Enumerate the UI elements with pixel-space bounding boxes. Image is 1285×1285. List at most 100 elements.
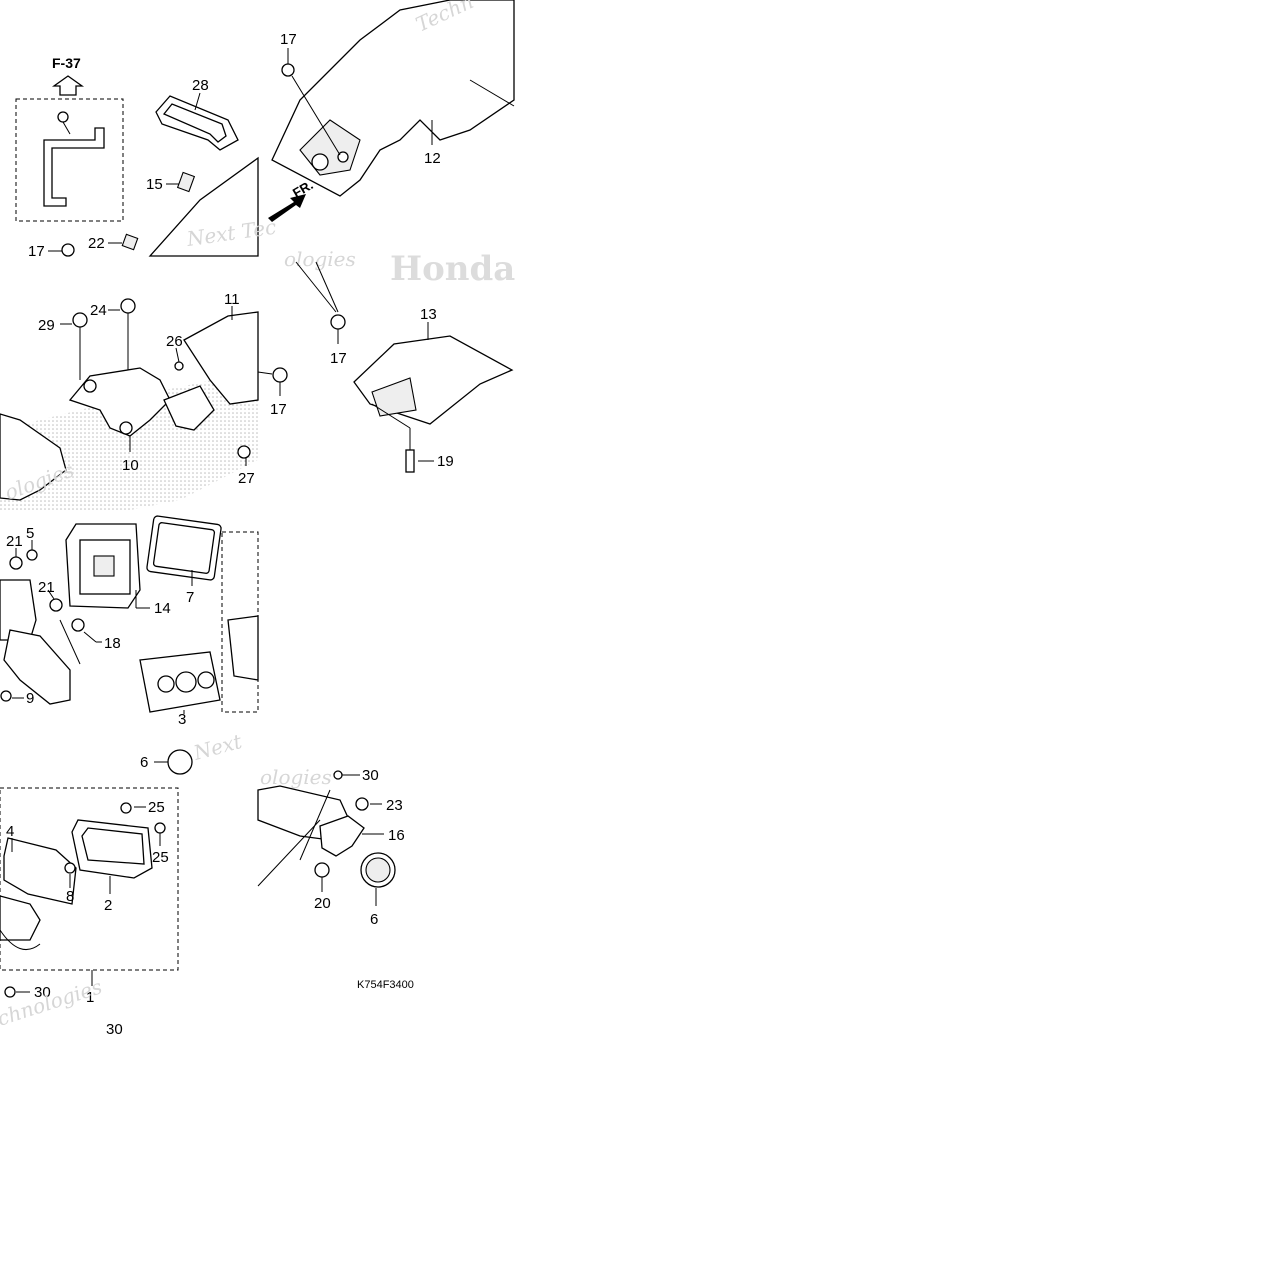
callout-6a: 6 xyxy=(140,754,148,771)
screw-icon xyxy=(120,802,132,814)
reflector-bracket-part xyxy=(3,629,71,705)
callout-8: 8 xyxy=(66,888,74,905)
callout-7: 7 xyxy=(186,589,194,606)
callout-25b: 25 xyxy=(152,849,169,866)
fender-edge-part xyxy=(148,156,259,257)
bolt-icon xyxy=(72,312,88,328)
rubber-band-inner xyxy=(162,103,227,143)
bulb-icon xyxy=(64,862,76,874)
clip-part xyxy=(176,171,196,193)
tail-socket-part xyxy=(0,895,41,941)
screw-icon xyxy=(174,361,184,371)
nut-icon xyxy=(314,862,330,878)
callout-5: 5 xyxy=(26,525,34,542)
bracket-16-part xyxy=(319,815,365,857)
splash-guard-plate xyxy=(371,377,417,417)
callout-4: 4 xyxy=(6,823,14,840)
round-reflector-lens xyxy=(365,857,391,883)
nut-part xyxy=(121,233,139,251)
bolt-icon xyxy=(57,111,69,123)
screw-icon xyxy=(281,63,295,77)
callout-15: 15 xyxy=(146,176,163,193)
tile-middle-right: Honda ologies 17 17 13 19 xyxy=(257,247,515,473)
up-arrow-icon xyxy=(51,75,85,96)
callout-21a: 21 xyxy=(6,533,23,550)
callout-28: 28 xyxy=(192,77,209,94)
callout-24: 24 xyxy=(90,302,107,319)
callout-17d: 17 xyxy=(330,350,347,367)
pin-part xyxy=(405,449,415,473)
bracket-hole xyxy=(119,421,133,435)
tile-bottom-left: 4 2 25 25 8 1 30 chnologies 30 xyxy=(0,787,179,1038)
watermark-4: Honda xyxy=(390,249,515,289)
fender-11-part xyxy=(183,311,259,405)
callout-2: 2 xyxy=(104,897,112,914)
callout-21b: 21 xyxy=(38,579,55,596)
gasket-hole xyxy=(175,671,197,693)
callout-19: 19 xyxy=(437,453,454,470)
watermark-6: Next xyxy=(190,729,245,765)
diagram-code: K754F3400 xyxy=(357,979,414,991)
washer-icon xyxy=(26,549,38,561)
tile-middle-left: ologies 29 24 11 26 10 27 xyxy=(0,291,259,512)
callout-9: 9 xyxy=(26,690,34,707)
bracket-hole xyxy=(83,379,97,393)
rear-fender-frame-part xyxy=(271,0,515,197)
callout-30c: 30 xyxy=(362,767,379,784)
screw-icon xyxy=(71,618,85,632)
front-direction-arrow-icon xyxy=(268,194,306,222)
nut-icon xyxy=(49,598,63,612)
screw-icon xyxy=(330,314,346,330)
callout-29: 29 xyxy=(38,317,55,334)
callout-6b: 6 xyxy=(370,911,378,928)
license-light-socket xyxy=(93,555,115,577)
tail-gasket-part xyxy=(3,837,77,905)
mount-block-part xyxy=(163,385,215,431)
tile-top-right: Techn 17 12 FR. xyxy=(268,0,515,222)
callout-1: 1 xyxy=(86,989,94,1006)
screw-icon xyxy=(333,770,343,780)
tile-bottom-right: ologies 30 23 16 20 6 K754F3400 xyxy=(257,765,414,991)
callout-16: 16 xyxy=(388,827,405,844)
lens-inner xyxy=(152,522,216,574)
callout-3: 3 xyxy=(178,711,186,728)
lamp-unit-part xyxy=(227,615,259,681)
callout-30b: 30 xyxy=(106,1021,123,1038)
reflector-icon xyxy=(167,749,193,775)
callout-18: 18 xyxy=(104,635,121,652)
tile-top-left: F-37 28 15 Next Tec 22 17 xyxy=(15,55,278,260)
callout-30a: 30 xyxy=(34,984,51,1001)
callout-17c: 17 xyxy=(270,401,287,418)
reference-box xyxy=(15,98,124,222)
callout-17b: 17 xyxy=(28,243,45,260)
fender-hole xyxy=(311,153,329,171)
screw-icon xyxy=(272,367,288,383)
tile-lower-middle-left: 21 5 9 14 21 18 7 3 6 xyxy=(0,515,259,775)
watermark-8: ologies xyxy=(260,765,332,789)
tail-light-assembly-box xyxy=(0,787,179,971)
callout-17a: 17 xyxy=(280,31,297,48)
callout-25a: 25 xyxy=(148,799,165,816)
callout-22: 22 xyxy=(88,235,105,252)
callout-11: 11 xyxy=(224,291,240,308)
bolt-icon xyxy=(120,298,136,314)
light-housing-part xyxy=(0,579,37,641)
gasket-hole xyxy=(197,671,215,689)
bracket-part xyxy=(43,127,105,207)
callout-14: 14 xyxy=(154,600,171,617)
callout-13: 13 xyxy=(420,306,437,323)
callout-12: 12 xyxy=(424,150,441,167)
fender-fragment-part xyxy=(0,413,67,501)
callout-27: 27 xyxy=(238,470,255,487)
nut-icon xyxy=(9,556,23,570)
callout-23: 23 xyxy=(386,797,403,814)
screw-icon xyxy=(61,243,75,257)
callout-20: 20 xyxy=(314,895,331,912)
reference-label: F-37 xyxy=(52,55,81,71)
screw-icon xyxy=(0,690,12,702)
tail-lens-inner xyxy=(81,827,145,865)
fender-nut xyxy=(337,151,349,163)
watermark-5: ologies xyxy=(284,247,356,271)
screw-icon xyxy=(154,822,166,834)
